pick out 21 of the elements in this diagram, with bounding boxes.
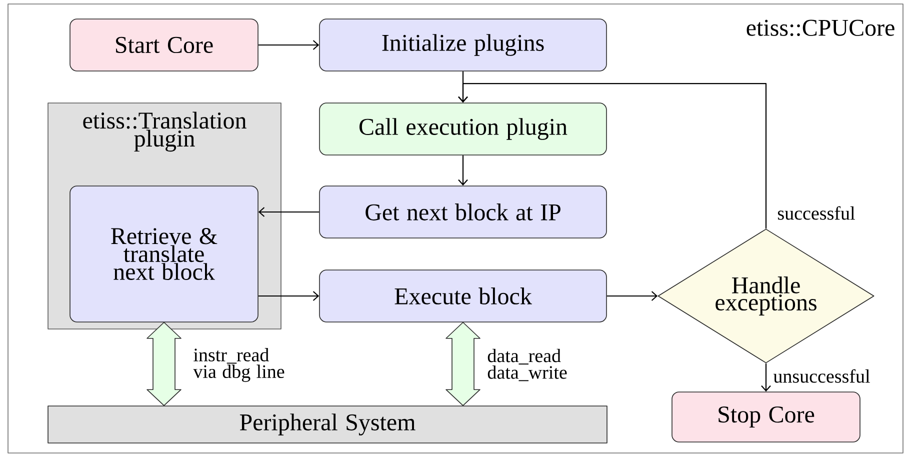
- block-arrow: [446, 322, 480, 406]
- arrow: [606, 291, 658, 301]
- arrow: [458, 83, 767, 229]
- edge-label: data_read data_write: [488, 348, 567, 382]
- edge-label: successful: [778, 206, 855, 220]
- block-arrow: [146, 322, 182, 406]
- process-box: Initialize plugins: [319, 18, 607, 72]
- process-box: Stop Core: [672, 392, 860, 442]
- process-box: Retrieve & translate next block: [70, 186, 258, 322]
- arrow: [258, 207, 320, 217]
- arrow: [761, 363, 771, 392]
- arrow: [258, 291, 320, 301]
- process-box: Execute block: [319, 270, 607, 322]
- edge-label: instr_read via dbg line: [193, 348, 284, 382]
- process-box: Start Core: [70, 18, 258, 72]
- process-box: Get next block at IP: [319, 186, 607, 238]
- arrow: [458, 155, 468, 186]
- system-bar: Peripheral System: [48, 406, 608, 444]
- arrow: [258, 40, 320, 50]
- edge-label: unsuccessful: [773, 369, 870, 383]
- process-box: Call execution plugin: [319, 102, 607, 156]
